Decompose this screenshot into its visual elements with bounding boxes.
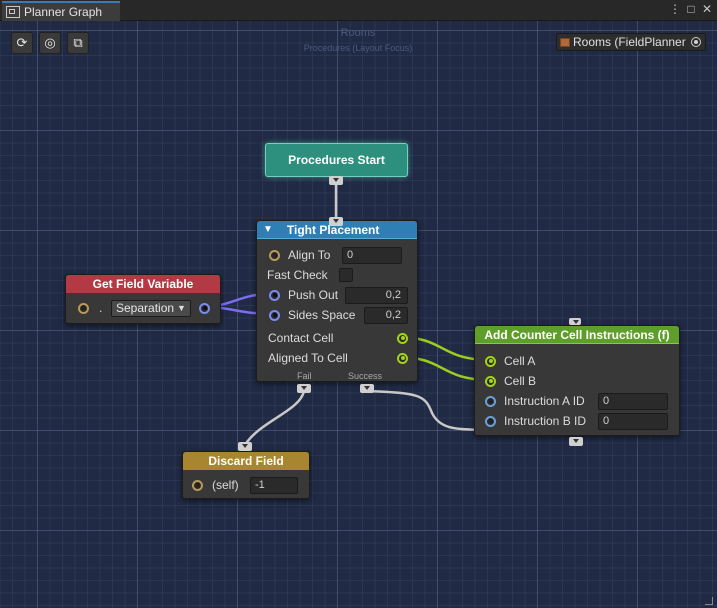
align-to-label: Align To [288,248,331,262]
instruction-a-label: Instruction A ID [504,394,585,408]
cell-a-port[interactable] [485,355,496,367]
node-title: Add Counter Cell Instructions (f) [475,326,679,344]
graph-subtitle: Procedures (Layout Focus) [303,43,413,53]
node-discard-field[interactable]: Discard Field (self) -1 [182,451,310,499]
node-procedures-start[interactable]: Procedures Start [265,143,408,177]
field-planner-asset-icon [560,37,570,47]
node-tight-placement[interactable]: ▼ Tight Placement Align To 0 Fast Check … [256,220,418,382]
chevron-down-icon: ▼ [177,303,186,313]
success-output-port[interactable] [360,384,374,393]
asset-object-field[interactable]: Rooms (FieldPlanner [556,33,706,51]
push-out-row: Push Out 0,2 [269,286,408,304]
tab-planner-graph[interactable]: Planner Graph [2,1,120,21]
cell-b-label: Cell B [504,374,537,388]
copy-icon: ⧉ [73,35,83,50]
wire-success-to-counter [366,389,481,432]
graph-window-icon [6,6,20,18]
copy-button[interactable]: ⧉ [67,32,89,54]
graph-canvas[interactable]: ⟳ ◎ ⧉ Rooms Procedures (Layout Focus) Ro… [0,21,717,608]
sides-space-input[interactable]: 0,2 [364,306,408,324]
start-output-port[interactable] [329,176,343,185]
editor-tab-bar: Planner Graph ⋮ □ ✕ [0,0,717,21]
aligned-to-cell-port[interactable] [397,352,408,364]
discard-self-row: (self) -1 [192,476,298,494]
close-icon[interactable]: ✕ [701,2,713,16]
asset-field-label: Rooms (FieldPlanner [573,35,686,49]
self-label: (self) [212,478,239,492]
sides-space-row: Sides Space 0,2 [269,306,408,324]
graph-title: Rooms [340,27,376,39]
variable-output-port[interactable] [199,302,210,314]
node-title: Procedures Start [288,153,385,167]
discard-input-port[interactable] [238,442,252,451]
align-to-input[interactable]: 0 [342,246,402,264]
contact-cell-port[interactable] [397,332,408,344]
maximize-icon[interactable]: □ [687,2,695,16]
collapse-icon[interactable]: ▼ [263,224,273,235]
resize-handle[interactable] [705,597,713,605]
align-to-row: Align To 0 [269,246,402,264]
aligned-to-cell-label: Aligned To Cell [268,351,348,365]
cell-a-row: Cell A [485,352,535,370]
focus-icon: ◎ [44,35,56,50]
node-add-counter-cell[interactable]: Add Counter Cell Instructions (f) Cell A… [474,325,680,436]
counter-cell-input-port[interactable] [569,318,581,325]
discard-self-port[interactable] [192,479,203,491]
sides-space-label: Sides Space [288,308,356,322]
tight-placement-input-port[interactable] [329,217,343,226]
contact-cell-row: Contact Cell [268,329,408,347]
node-title: Tight Placement [286,222,380,237]
fast-check-checkbox[interactable] [339,268,353,282]
fail-output-port[interactable] [297,384,311,393]
cell-b-row: Cell B [485,372,536,390]
push-out-input[interactable]: 0,2 [345,286,408,304]
push-out-label: Push Out [288,288,339,302]
refresh-button[interactable]: ⟳ [11,32,33,54]
node-get-field-variable[interactable]: Get Field Variable . Separation ▼ [65,274,221,324]
variable-dropdown[interactable]: Separation ▼ [111,299,191,317]
fast-check-row: Fast Check [267,266,353,284]
focus-button[interactable]: ◎ [39,32,61,54]
dot-label: . [99,301,103,315]
sides-space-port[interactable] [269,309,280,321]
aligned-to-cell-row: Aligned To Cell [268,349,408,367]
counter-cell-output-port[interactable] [569,437,583,446]
fast-check-label: Fast Check [267,268,328,282]
instruction-a-port[interactable] [485,395,496,407]
instruction-b-label: Instruction B ID [504,414,587,428]
instruction-a-row: Instruction A ID 0 [485,392,668,410]
instruction-b-row: Instruction B ID 0 [485,412,668,430]
refresh-icon: ⟳ [16,35,28,50]
contact-cell-label: Contact Cell [268,331,334,345]
variable-dropdown-value: Separation [116,301,175,315]
tight-placement-header[interactable]: ▼ Tight Placement [257,221,417,239]
discard-value-input[interactable]: -1 [250,476,298,494]
instruction-b-input[interactable]: 0 [598,412,668,430]
node-title: Discard Field [183,452,309,470]
more-menu-icon[interactable]: ⋮ [669,2,681,16]
cell-a-label: Cell A [504,354,536,368]
variable-input-port[interactable] [78,302,89,314]
variable-row: . Separation ▼ [78,299,210,317]
align-to-port[interactable] [269,249,280,261]
node-title: Get Field Variable [66,275,220,293]
cell-b-port[interactable] [485,375,496,387]
tab-label: Planner Graph [24,5,103,19]
push-out-port[interactable] [269,289,280,301]
wire-fail-to-discard [243,390,306,446]
instruction-b-port[interactable] [485,415,496,427]
fail-label: Fail [297,371,312,381]
success-label: Success [348,371,383,381]
instruction-a-input[interactable]: 0 [598,392,668,410]
object-picker-icon[interactable] [691,37,701,47]
